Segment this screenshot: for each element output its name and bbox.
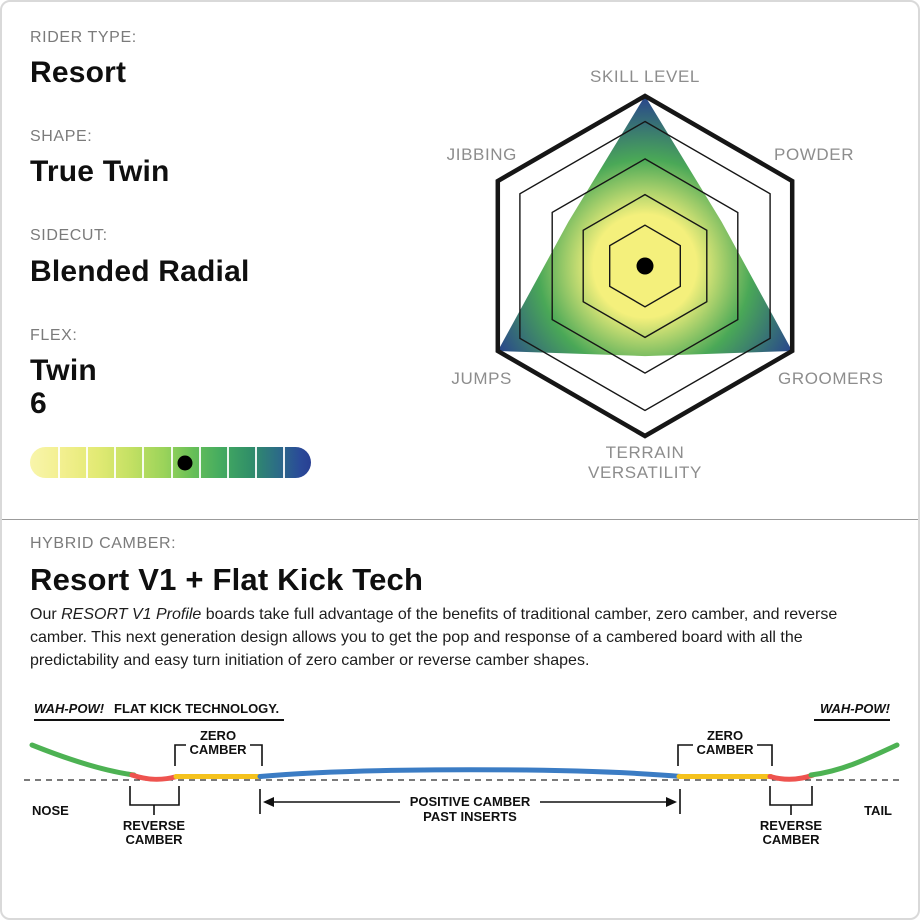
svg-text:ZERO: ZERO bbox=[200, 728, 236, 743]
svg-text:POSITIVE CAMBER: POSITIVE CAMBER bbox=[410, 794, 531, 809]
svg-text:REVERSE: REVERSE bbox=[123, 818, 185, 833]
radar-ring bbox=[551, 158, 739, 374]
zero-camber-annotation-right: ZERO CAMBER bbox=[677, 728, 773, 766]
spec-rider-type: RIDER TYPE: Resort bbox=[30, 28, 400, 89]
flex-bar-tick bbox=[86, 447, 89, 478]
radar-axis-terrain-line2: VERSATILITY bbox=[588, 463, 702, 482]
rider-type-value: Resort bbox=[30, 56, 127, 90]
flat-kick-technology-label: FLAT KICK TECHNOLOGY. bbox=[114, 701, 279, 716]
zero-camber-bracket-left-arm bbox=[174, 744, 186, 766]
spec-list: RIDER TYPE: Resort SHAPE: True Twin SIDE… bbox=[30, 28, 400, 458]
svg-text:CAMBER: CAMBER bbox=[696, 742, 754, 757]
flex-bar-tick bbox=[170, 447, 173, 478]
radar-ring bbox=[519, 120, 771, 412]
radar-data-area bbox=[497, 96, 793, 357]
svg-text:ZERO: ZERO bbox=[707, 728, 743, 743]
flex-scale bbox=[30, 447, 311, 478]
svg-text:CAMBER: CAMBER bbox=[189, 742, 247, 757]
camber-description: Our RESORT V1 Profile boards take full a… bbox=[30, 603, 894, 673]
flex-rating-dot bbox=[177, 455, 193, 470]
radar-axis-jumps: JUMPS bbox=[451, 369, 512, 388]
svg-text:CAMBER: CAMBER bbox=[125, 832, 183, 847]
camber-description-profile-name: RESORT V1 Profile bbox=[61, 606, 202, 623]
camber-profile-diagram: WAH-POW! FLAT KICK TECHNOLOGY. WAH-POW! … bbox=[24, 701, 900, 847]
svg-text:CAMBER: CAMBER bbox=[762, 832, 820, 847]
camber-curve-tail-kick bbox=[808, 742, 900, 778]
sidecut-label: SIDECUT: bbox=[30, 227, 108, 245]
sidecut-value: Blended Radial bbox=[30, 254, 250, 288]
spec-flex: FLEX: Twin 6 bbox=[30, 326, 400, 420]
zero-camber-bracket-right-arm bbox=[757, 744, 773, 766]
camber-curve-nose-kick bbox=[29, 742, 137, 778]
spec-sidecut: SIDECUT: Blended Radial bbox=[30, 226, 400, 287]
shape-label: SHAPE: bbox=[30, 128, 93, 146]
positive-arrowhead-left bbox=[263, 797, 274, 807]
camber-description-rest: boards take full advantage of the benefi… bbox=[30, 606, 838, 670]
reverse-camber-bracket bbox=[129, 786, 180, 806]
radar-center-dot bbox=[636, 257, 654, 275]
flex-bar-tick bbox=[198, 447, 201, 478]
wah-pow-right-label: WAH-POW! bbox=[820, 701, 891, 716]
flex-bar-tick bbox=[142, 447, 145, 478]
rider-type-label: RIDER TYPE: bbox=[30, 29, 137, 46]
radar-geometry bbox=[495, 93, 795, 439]
spec-shape: SHAPE: True Twin bbox=[30, 127, 400, 188]
zero-camber-annotation-left: ZERO CAMBER bbox=[174, 728, 263, 766]
flex-scale-bar bbox=[30, 447, 311, 478]
nose-label: NOSE bbox=[32, 803, 69, 818]
radar-axis-jibbing: JIBBING bbox=[447, 145, 517, 164]
radar-axis-groomers: GROOMERS bbox=[778, 369, 882, 388]
camber-heading: HYBRID CAMBER: Resort V1 + Flat Kick Tec… bbox=[30, 535, 423, 598]
camber-curve-reverse-right bbox=[767, 772, 816, 782]
reverse-camber-annotation-left: REVERSE CAMBER bbox=[123, 786, 185, 847]
positive-arrowhead-right bbox=[666, 797, 677, 807]
radar-axis-terrain-line1: TERRAIN bbox=[606, 443, 685, 462]
svg-text:PAST INSERTS: PAST INSERTS bbox=[423, 809, 517, 824]
radar-outer-hexagon bbox=[495, 93, 795, 439]
camber-description-lead: Our bbox=[30, 606, 62, 623]
camber-curve-reverse-left bbox=[129, 772, 180, 782]
wah-pow-left-label: WAH-POW! bbox=[34, 701, 105, 716]
section-divider bbox=[2, 519, 918, 520]
tail-label: TAIL bbox=[864, 803, 892, 818]
zero-camber-bracket-right-arm bbox=[250, 744, 263, 766]
radar-axis-skill-level: SKILL LEVEL bbox=[590, 67, 700, 86]
flex-rating-value: 6 bbox=[30, 386, 47, 420]
camber-curve-positive bbox=[257, 767, 684, 779]
zero-camber-bracket-left-arm bbox=[677, 744, 693, 766]
radar-ring bbox=[608, 224, 681, 308]
flex-bar-tick bbox=[226, 447, 229, 478]
flex-bar-tick bbox=[58, 447, 61, 478]
camber-title: Resort V1 + Flat Kick Tech bbox=[30, 562, 424, 597]
svg-text:REVERSE: REVERSE bbox=[760, 818, 822, 833]
flex-name-value: Twin bbox=[30, 353, 97, 387]
reverse-camber-bracket bbox=[769, 786, 813, 806]
hybrid-camber-label: HYBRID CAMBER: bbox=[30, 535, 177, 552]
radar-chart: SKILL LEVEL JIBBING POWDER JUMPS GROOMER… bbox=[447, 67, 882, 482]
shape-value: True Twin bbox=[30, 155, 170, 189]
positive-camber-annotation: POSITIVE CAMBER PAST INSERTS bbox=[259, 789, 681, 824]
flex-bar-tick bbox=[282, 447, 285, 478]
flex-bar-tick bbox=[114, 447, 117, 478]
radar-axis-powder: POWDER bbox=[774, 145, 854, 164]
reverse-camber-annotation-right: REVERSE CAMBER bbox=[760, 786, 822, 847]
flex-bar-tick bbox=[254, 447, 257, 478]
radar-ring bbox=[582, 193, 708, 339]
flex-label: FLEX: bbox=[30, 326, 78, 344]
